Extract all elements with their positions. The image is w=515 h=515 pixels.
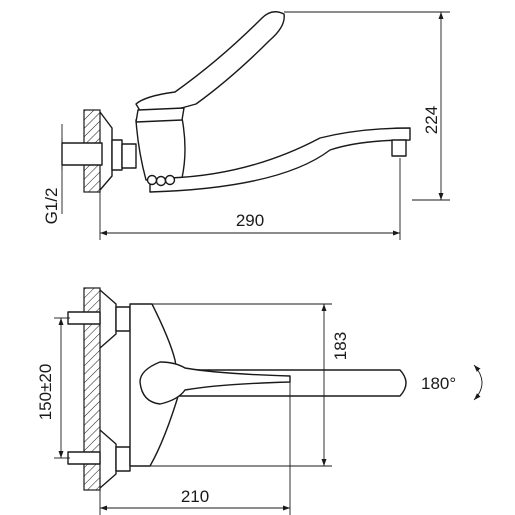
aerator (392, 140, 406, 156)
spacing-dimension: 150±20 (36, 364, 55, 421)
depth-dimension: 183 (331, 332, 350, 360)
lever-handle (136, 12, 284, 114)
upper-inlet (68, 312, 100, 324)
reach-dimension: 210 (181, 487, 209, 506)
length-dimension: 290 (236, 211, 264, 230)
mixer-body (136, 118, 185, 180)
spout (150, 128, 410, 192)
height-dimension: 224 (422, 106, 441, 134)
lower-connector (116, 447, 130, 471)
side-view (62, 12, 410, 192)
lower-inlet (68, 452, 100, 464)
upper-connector (116, 307, 130, 331)
connector-nut (112, 140, 122, 170)
rotation-dimension: 180° (421, 374, 456, 393)
handle-base (136, 108, 184, 122)
thread-label: G1/2 (42, 188, 61, 225)
top-dimensions: 150±20 183 210 180° (36, 304, 482, 515)
inlet-pipe (62, 143, 102, 165)
connector-sleeve (122, 144, 136, 168)
top-view (68, 288, 406, 490)
top-lever (140, 362, 290, 404)
